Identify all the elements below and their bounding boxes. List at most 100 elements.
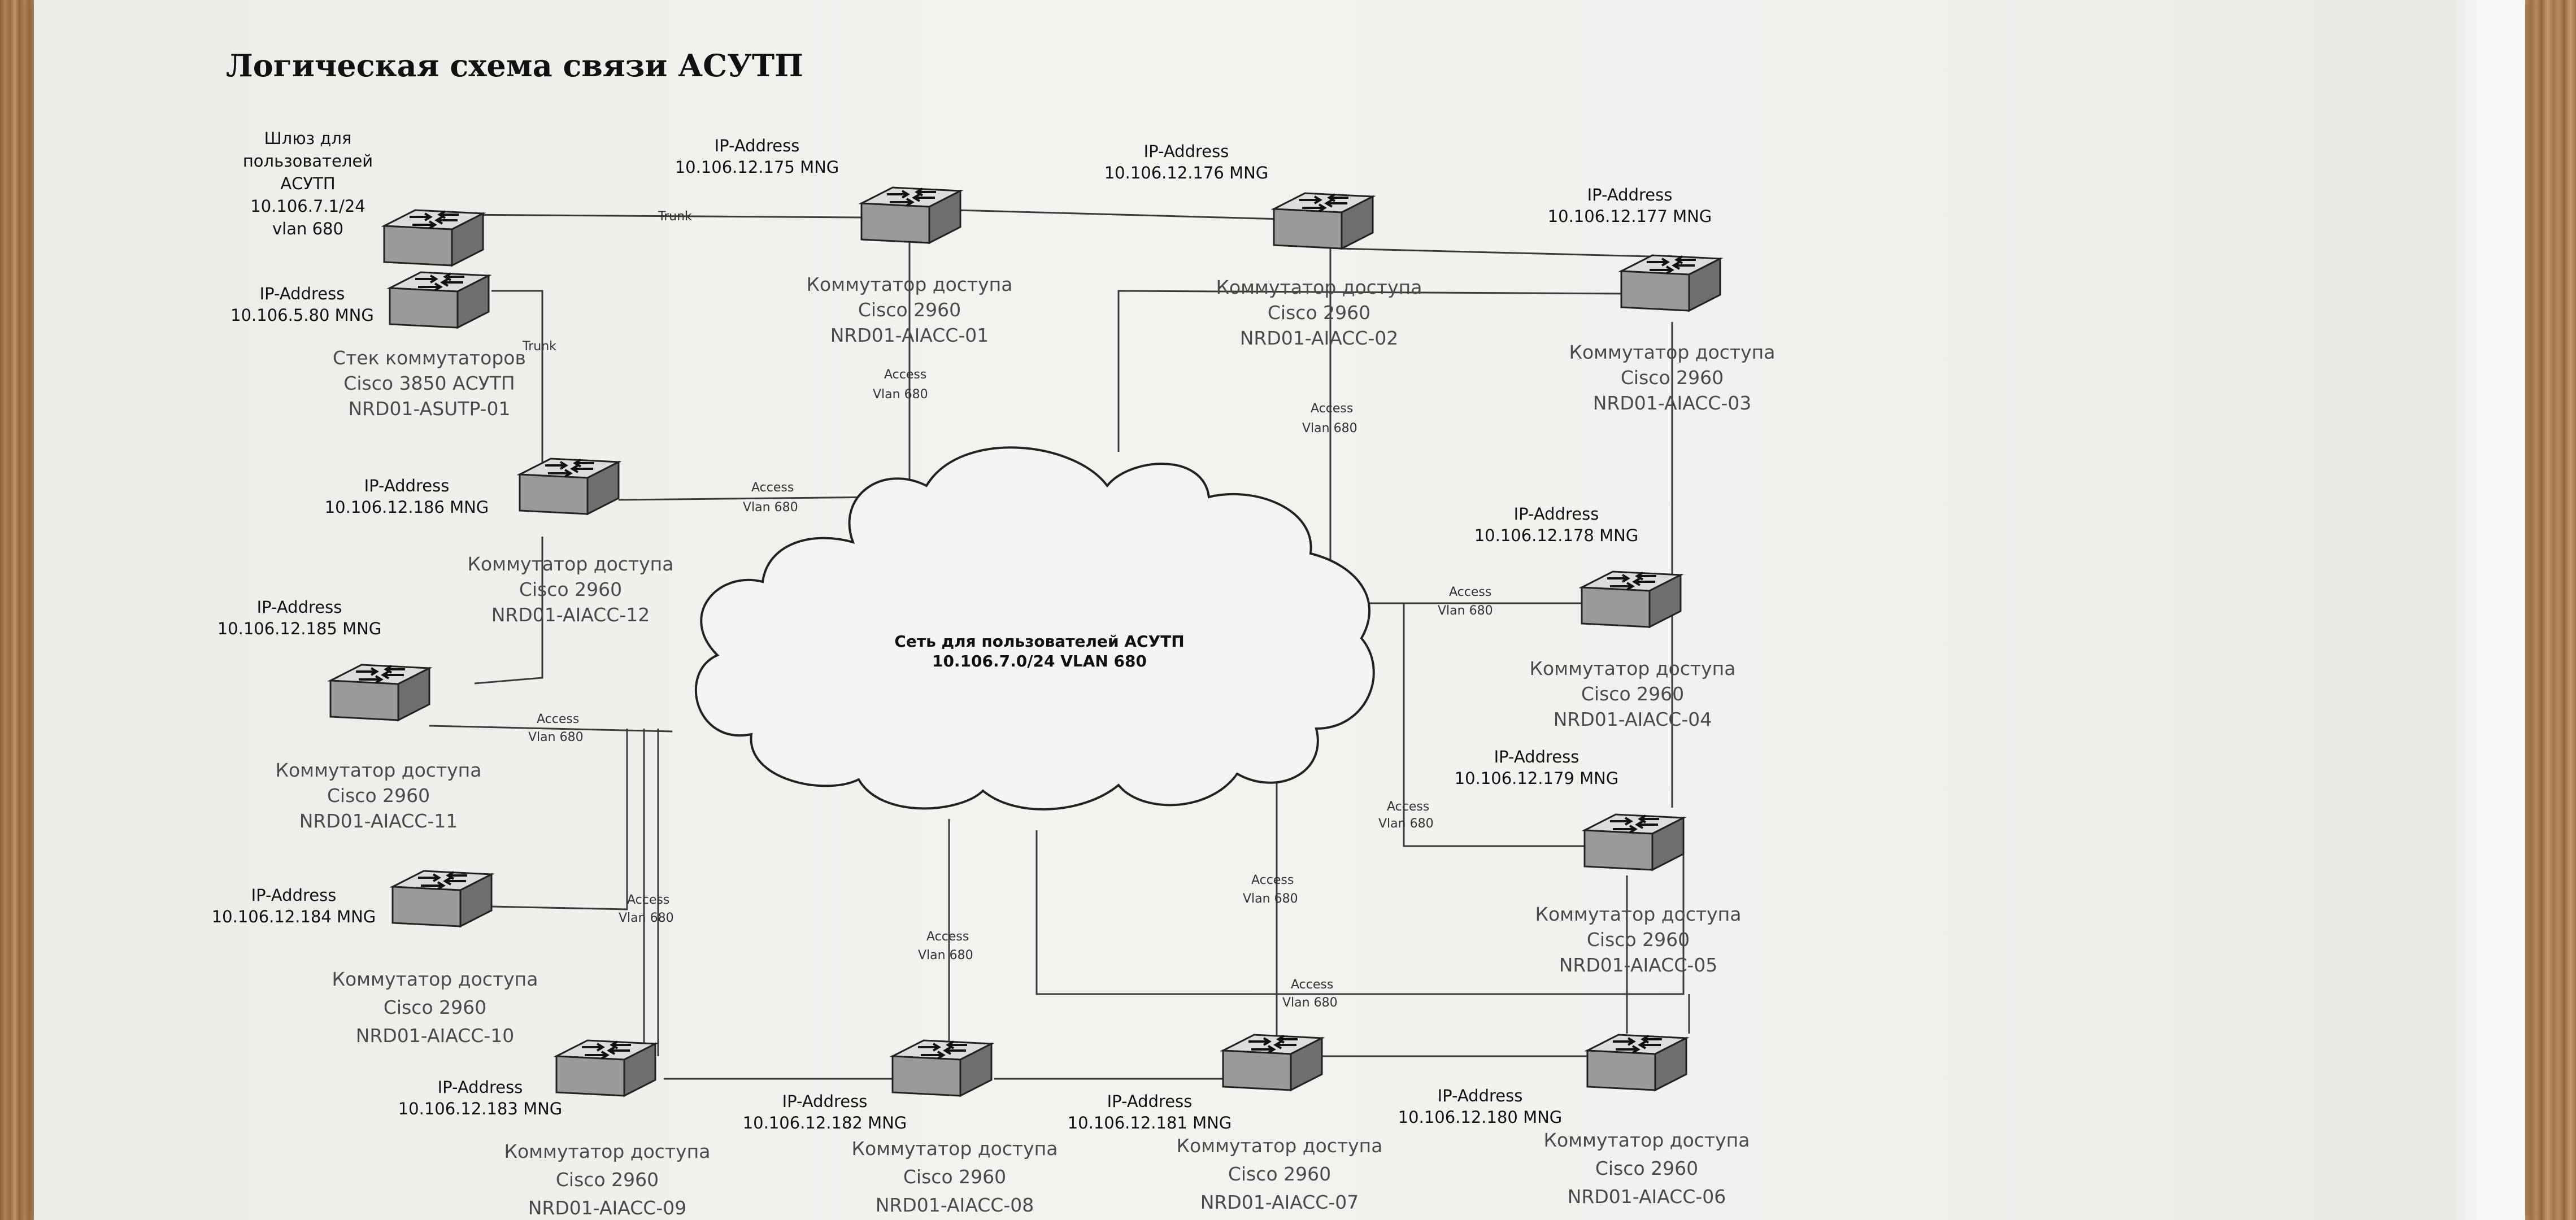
device-ip: 10.106.12.183 MNG: [398, 1099, 563, 1118]
vlan-label: Vlan 680: [918, 948, 973, 962]
device-type: Коммутатор доступа: [1569, 341, 1776, 363]
device-name: NRD01-AIACC-09: [528, 1197, 686, 1219]
switch-aiacc-11: IP-Address 10.106.12.185 MNG Коммутатор …: [217, 598, 482, 832]
device-type: Коммутатор доступа: [332, 968, 538, 990]
vlan-label: Vlan 680: [743, 500, 798, 515]
links: [429, 208, 1690, 1080]
vlan-label: Vlan 680: [1438, 604, 1493, 618]
vlan-label: Vlan 680: [1243, 892, 1298, 906]
device-name: NRD01-AIACC-10: [356, 1025, 514, 1047]
device-model: Cisco 2960: [1595, 1157, 1698, 1179]
switch-aiacc-01: IP-Address 10.106.12.175 MNG Коммутатор …: [675, 136, 1013, 346]
device-type: Коммутатор доступа: [504, 1140, 711, 1162]
device-model: Cisco 2960: [327, 785, 430, 807]
device-ip: 10.106.12.175 MNG: [675, 158, 839, 177]
device-ip-header: IP-Address: [251, 886, 337, 905]
device-name: NRD01-AIACC-11: [299, 810, 458, 832]
device-name: NRD01-AIACC-03: [1593, 392, 1751, 414]
access-label: Access: [1387, 800, 1429, 814]
switch-aiacc-04: IP-Address 10.106.12.178 MNG Коммутатор …: [1474, 504, 1736, 730]
vlan-label: Vlan 680: [1302, 421, 1357, 435]
device-ip-header: IP-Address: [257, 598, 342, 617]
access-label: Access: [627, 893, 669, 907]
vlan-label: Vlan 680: [1282, 996, 1338, 1010]
switch-aiacc-05: IP-Address 10.106.12.179 MNG Коммутатор …: [1455, 747, 1742, 976]
link-labels: Trunk Trunk Access Vlan 680 Access Vlan …: [522, 210, 1493, 1010]
device-ip: 10.106.12.186 MNG: [325, 498, 489, 517]
device-type: Коммутатор доступа: [852, 1138, 1058, 1160]
device-ip: 10.106.12.180 MNG: [1398, 1108, 1563, 1127]
device-ip-header: IP-Address: [1107, 1092, 1193, 1111]
access-label: Access: [751, 481, 794, 495]
paper-edge: [2452, 0, 2525, 1220]
device-model: Cisco 3850 АСУТП: [343, 372, 515, 394]
device-ip-header: IP-Address: [260, 284, 345, 303]
device-ip-header: IP-Address: [715, 136, 800, 155]
device-ip-header: IP-Address: [782, 1092, 868, 1111]
switch-aiacc-12: IP-Address 10.106.12.186 MNG Коммутатор …: [325, 457, 674, 626]
wood-background-right: [2520, 0, 2576, 1220]
device-model: Cisco 2960: [556, 1169, 659, 1191]
device-ip: 10.106.12.185 MNG: [217, 619, 382, 638]
device-ip: 10.106.12.176 MNG: [1104, 163, 1269, 182]
device-name: NRD01-AIACC-06: [1568, 1186, 1726, 1208]
device-model: Cisco 2960: [1587, 929, 1690, 951]
device-name: NRD01-AIACC-08: [876, 1194, 1034, 1216]
device-name: NRD01-AIACC-01: [830, 324, 989, 346]
switch-aiacc-10: IP-Address 10.106.12.184 MNG Коммутатор …: [212, 870, 538, 1047]
diagram-title: Логическая схема связи АСУТП: [226, 47, 803, 84]
trunk-label: Trunk: [522, 339, 556, 354]
device-ip: 10.106.12.179 MNG: [1455, 769, 1619, 788]
device-type: Коммутатор доступа: [1177, 1135, 1383, 1157]
device-ip-header: IP-Address: [1587, 185, 1673, 204]
device-model: Cisco 2960: [1621, 367, 1724, 389]
switch-aiacc-06: IP-Address 10.106.12.180 MNG Коммутатор …: [1398, 1034, 1750, 1208]
cloud-title: Сеть для пользователей АСУТП: [894, 632, 1184, 651]
switch-aiacc-02: IP-Address 10.106.12.176 MNG Коммутатор …: [1104, 142, 1422, 349]
device-type: Коммутатор доступа: [468, 553, 674, 575]
device-ip: 10.106.12.177 MNG: [1548, 207, 1712, 226]
vlan-label: Vlan 680: [619, 911, 674, 925]
gateway-line: 10.106.7.1/24: [250, 197, 365, 216]
device-ip-header: IP-Address: [438, 1078, 523, 1097]
device-ip-header: IP-Address: [1144, 142, 1229, 161]
core-switch-stack: IP-Address 10.106.5.80 MNG Стек коммутат…: [230, 209, 526, 420]
gateway-line: АСУТП: [280, 174, 335, 193]
gateway-line: vlan 680: [272, 219, 343, 238]
device-name: NRD01-AIACC-05: [1559, 954, 1717, 976]
user-network-cloud: [694, 446, 1375, 811]
device-ip: 10.106.12.178 MNG: [1474, 526, 1639, 545]
device-model: Cisco 2960: [903, 1166, 1006, 1188]
device-name: NRD01-AIACC-04: [1554, 708, 1712, 730]
device-model: Cisco 2960: [1228, 1163, 1331, 1185]
access-label: Access: [1291, 978, 1333, 992]
vlan-label: Vlan 680: [528, 730, 584, 744]
device-ip-header: IP-Address: [1514, 504, 1599, 524]
access-label: Access: [1251, 873, 1294, 887]
cloud-subnet: 10.106.7.0/24 VLAN 680: [932, 652, 1147, 670]
device-model: Cisco 2960: [1268, 302, 1370, 324]
device-name: NRD01-ASUTP-01: [348, 398, 510, 420]
switch-aiacc-08: IP-Address 10.106.12.182 MNG Коммутатор …: [743, 1039, 1058, 1216]
device-ip: 10.106.12.182 MNG: [743, 1113, 907, 1132]
switch-aiacc-09: IP-Address 10.106.12.183 MNG Коммутатор …: [398, 1039, 711, 1219]
device-type: Коммутатор доступа: [1216, 276, 1422, 298]
gateway-info: Шлюз для пользователей АСУТП 10.106.7.1/…: [243, 129, 373, 238]
device-name: NRD01-AIACC-12: [491, 604, 650, 626]
access-label: Access: [1311, 402, 1353, 416]
device-model: Cisco 2960: [1581, 683, 1684, 705]
switch-aiacc-07: IP-Address 10.106.12.181 MNG Коммутатор …: [1068, 1034, 1383, 1213]
device-ip: 10.106.5.80 MNG: [230, 306, 374, 325]
device-name: NRD01-AIACC-07: [1200, 1191, 1359, 1213]
device-ip-header: IP-Address: [1438, 1086, 1523, 1105]
device-model: Cisco 2960: [858, 299, 961, 321]
device-type: Коммутатор доступа: [276, 759, 482, 781]
switch-aiacc-03: IP-Address 10.106.12.177 MNG Коммутатор …: [1548, 185, 1776, 414]
wood-background-left: [0, 0, 40, 1220]
gateway-line: пользователей: [243, 151, 373, 171]
access-label: Access: [926, 930, 969, 944]
device-name: NRD01-AIACC-02: [1240, 327, 1398, 349]
vlan-label: Vlan 680: [873, 387, 928, 402]
access-label: Access: [884, 368, 926, 382]
